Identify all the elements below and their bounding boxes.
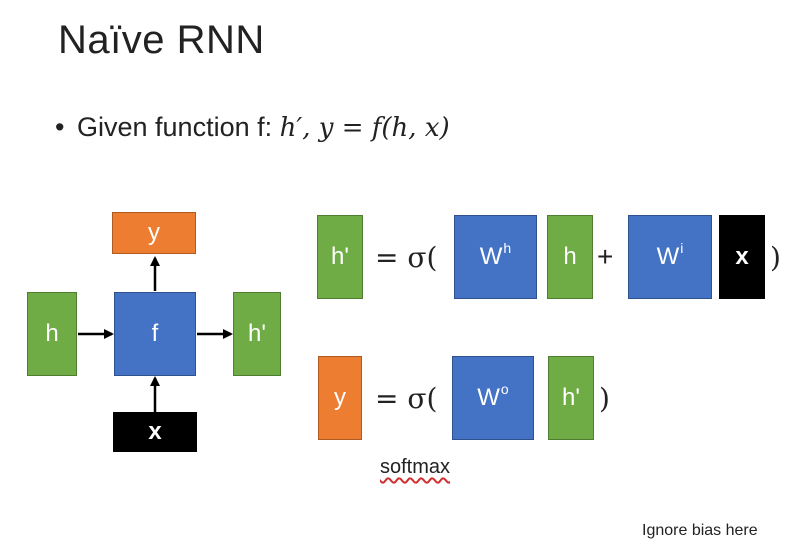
eq1-close-paren: ) xyxy=(770,241,781,274)
output-hprime-box: h' xyxy=(233,292,281,376)
output-y-box: y xyxy=(112,212,196,254)
eq2-equals-sigma: = σ( xyxy=(375,382,438,415)
function-formula: h′, y = f(h, x) xyxy=(279,113,450,143)
eq1-h-box: h xyxy=(547,215,593,299)
eq2-wo-label: W xyxy=(477,384,500,411)
softmax-annotation: softmax xyxy=(380,456,451,478)
eq2-y-box: y xyxy=(318,356,362,440)
eq1-wi-label: W xyxy=(656,243,680,270)
eq1-hprime-box: h' xyxy=(317,215,363,299)
eq1-wh-superscript: h xyxy=(503,240,512,256)
slide-title: Naïve RNN xyxy=(58,18,265,62)
function-f-box: f xyxy=(114,292,196,376)
eq1-x-box: x xyxy=(719,215,765,299)
eq2-wo-superscript: o xyxy=(500,381,509,397)
bullet-dot: • xyxy=(55,112,65,142)
bullet-item: • Given function f: h′, y = f(h, x) xyxy=(55,112,450,143)
eq1-equals-sigma: = σ( xyxy=(375,241,438,274)
eq1-plus: + xyxy=(597,241,614,272)
input-x-box: x xyxy=(113,412,197,452)
input-h-box: h xyxy=(27,292,77,376)
bullet-text: Given function f: xyxy=(77,112,280,142)
eq2-close-paren: ) xyxy=(599,382,610,415)
footnote: Ignore bias here xyxy=(642,522,758,539)
eq2-hprime-box: h' xyxy=(548,356,594,440)
eq1-wi-superscript: i xyxy=(680,240,684,256)
eq1-wh-label: W xyxy=(479,243,503,270)
